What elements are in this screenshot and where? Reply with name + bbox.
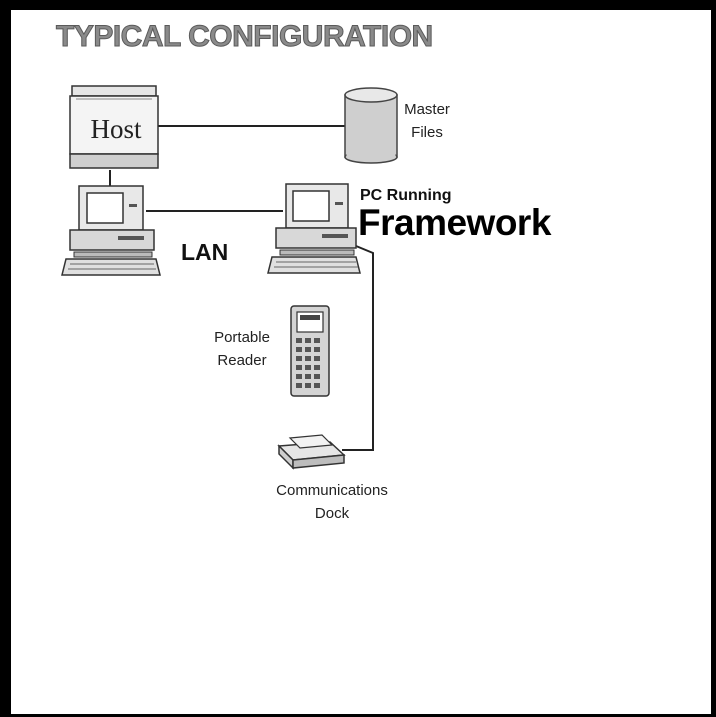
portable-reader-label-line2: Reader: [217, 352, 267, 369]
master-files-label: Master Files: [392, 98, 462, 144]
lan-computer-icon: [61, 185, 161, 276]
framework-label: Framework: [358, 202, 551, 243]
communications-dock-label-line1: Communications: [276, 482, 388, 499]
framework-pc-icon: [267, 183, 361, 274]
portable-reader-label: Portable Reader: [200, 326, 284, 372]
connection-lines: [109, 125, 374, 451]
pc-running-label: PC Running: [360, 187, 452, 204]
portable-reader-icon: [290, 305, 330, 397]
communications-dock-icon: [277, 434, 346, 470]
pc-to-dock-cable: [342, 245, 374, 451]
communications-dock-label: Communications Dock: [246, 479, 418, 525]
master-files-label-line1: Master: [404, 101, 450, 118]
master-files-label-line2: Files: [411, 124, 443, 141]
host-icon: [69, 85, 159, 169]
lan-label: LAN: [181, 239, 229, 265]
master-files-icon: [344, 87, 398, 164]
portable-reader-label-line1: Portable: [214, 329, 270, 346]
diagram-title: TYPICAL CONFIGURATION: [56, 20, 434, 54]
host-label: Host: [90, 114, 142, 144]
communications-dock-label-line2: Dock: [314, 505, 350, 522]
